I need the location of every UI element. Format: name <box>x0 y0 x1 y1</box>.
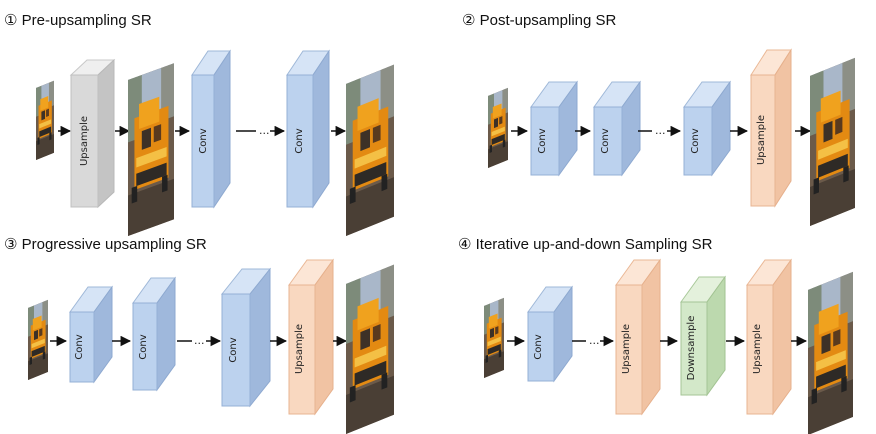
sr-output-image <box>810 57 855 227</box>
conv-block: Conv <box>593 80 641 177</box>
lr-image <box>488 87 508 168</box>
conv-block: Conv <box>220 267 272 408</box>
block-label: Conv <box>537 128 548 153</box>
block-label: Upsample <box>621 324 632 374</box>
block-label: Conv <box>74 334 85 359</box>
sr-output-image <box>346 64 394 236</box>
block-label: Conv <box>198 128 209 153</box>
upsample-block: Upsample <box>615 258 661 416</box>
sr-output-image <box>808 271 853 434</box>
upsample-block: Upsample <box>750 48 792 208</box>
sr-output-image <box>346 264 394 434</box>
block-label: Upsample <box>752 324 763 374</box>
hr-image <box>128 63 174 236</box>
panel-2-title: ② Post-upsampling SR <box>462 12 617 29</box>
conv-block: Conv <box>527 285 573 383</box>
conv-block: Conv <box>530 80 578 177</box>
ellipsis: ... <box>259 124 270 137</box>
conv-block: Conv <box>683 80 731 177</box>
upsample-block: Upsample <box>69 58 116 209</box>
block-label: Conv <box>533 334 544 359</box>
lr-image <box>28 299 48 380</box>
block-label: Downsample <box>686 316 697 381</box>
block-label: Conv <box>690 128 701 153</box>
block-label: Conv <box>138 334 149 359</box>
conv-block: Conv <box>191 49 231 209</box>
block-label: Conv <box>294 128 305 153</box>
lr-image <box>36 80 54 160</box>
block-label: Conv <box>600 128 611 153</box>
panel-3-title: ③ Progressive upsampling SR <box>4 236 207 253</box>
ellipsis: ... <box>589 334 600 347</box>
upsample-block: Upsample <box>746 258 792 416</box>
conv-block: Conv <box>132 276 176 392</box>
panel-1-title: ① Pre-upsampling SR <box>4 12 152 29</box>
panel-4-title: ④ Iterative up-and-down Sampling SR <box>458 236 713 253</box>
ellipsis: ... <box>655 124 666 137</box>
downsample-block: Downsample <box>680 275 726 397</box>
block-label: Upsample <box>294 324 305 374</box>
block-label: Conv <box>228 337 239 362</box>
lr-image <box>484 297 504 378</box>
block-label: Upsample <box>756 115 767 165</box>
ellipsis: ... <box>194 334 205 347</box>
upsample-block: Upsample <box>288 258 334 416</box>
conv-block: Conv <box>286 49 330 209</box>
conv-block: Conv <box>69 285 113 384</box>
block-label: Upsample <box>79 116 90 166</box>
